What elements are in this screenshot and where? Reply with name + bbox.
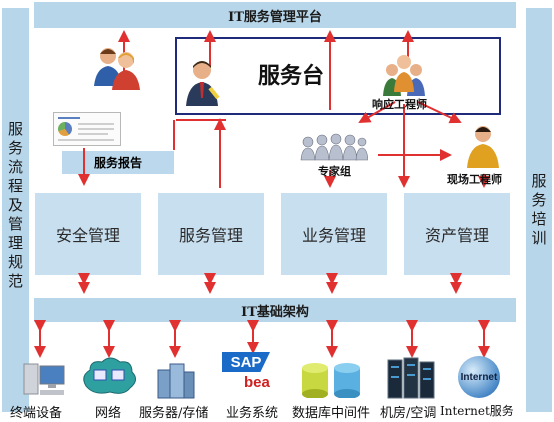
bea-logo-text: bea	[244, 374, 270, 391]
infra-item-server-storage: 服务器/存储	[139, 406, 209, 421]
arrow-responder-to-expert	[358, 101, 396, 123]
business-management-label: 业务管理	[301, 226, 366, 245]
infra-item-datacenter: 机房/空调	[380, 406, 437, 421]
service-agent-icon	[186, 61, 220, 106]
platform-title: IT服务管理平台	[228, 9, 322, 25]
asset-management-label: 资产管理	[424, 226, 489, 245]
sap-logo-text: SAP	[230, 353, 262, 371]
onsite-engineer-icon	[467, 126, 499, 168]
infra-item-terminal: 终端设备	[10, 406, 63, 421]
process-norms-bar: 服务流程及管理规范	[2, 8, 29, 412]
internet-globe-icon: Internet	[458, 356, 500, 398]
training-bar: 服务培训	[526, 8, 552, 412]
responder-engineers-icon	[383, 55, 425, 96]
security-management-label: 安全管理	[55, 226, 120, 245]
infra-item-internet: Internet服务	[440, 404, 514, 418]
onsite-engineer-label: 现场工程师	[447, 173, 502, 186]
terminal-device-icon	[23, 363, 65, 395]
responder-engineer-label: 响应工程师	[372, 98, 427, 111]
network-icon	[83, 357, 136, 394]
users-icon	[94, 48, 140, 90]
database-middleware-icon	[302, 363, 360, 398]
internet-globe-text: Internet	[460, 371, 498, 383]
it-infrastructure-bar: IT基础架构	[34, 298, 516, 322]
bea-logo: bea	[244, 374, 270, 391]
service-management-label: 服务管理	[178, 226, 243, 245]
expert-group-icon	[300, 133, 368, 161]
sap-logo: SAP	[222, 352, 270, 372]
service-management-box: 服务管理	[158, 193, 264, 275]
infra-item-network: 网络	[95, 406, 122, 421]
training-label: 服务培训	[531, 172, 547, 247]
service-desk-title: 服务台	[258, 63, 325, 89]
service-desk-box	[175, 37, 501, 115]
process-norms-label: 服务流程及管理规范	[7, 120, 23, 290]
infra-item-database-middleware: 数据库中间件	[292, 406, 371, 421]
platform-title-bar: IT服务管理平台	[34, 2, 516, 28]
security-management-box: 安全管理	[35, 193, 141, 275]
business-management-box: 业务管理	[281, 193, 387, 275]
expert-group-label: 专家组	[318, 165, 351, 178]
server-storage-icon	[157, 363, 195, 399]
asset-management-box: 资产管理	[404, 193, 510, 275]
service-report-label: 服务报告	[62, 151, 174, 174]
arrow-responder-to-onsite	[417, 101, 462, 124]
service-report-text: 服务报告	[93, 156, 142, 170]
infra-item-business-system: 业务系统	[226, 406, 279, 421]
report-thumbnail	[53, 112, 121, 146]
datacenter-icon	[387, 357, 435, 399]
it-infrastructure-title: IT基础架构	[241, 304, 309, 320]
